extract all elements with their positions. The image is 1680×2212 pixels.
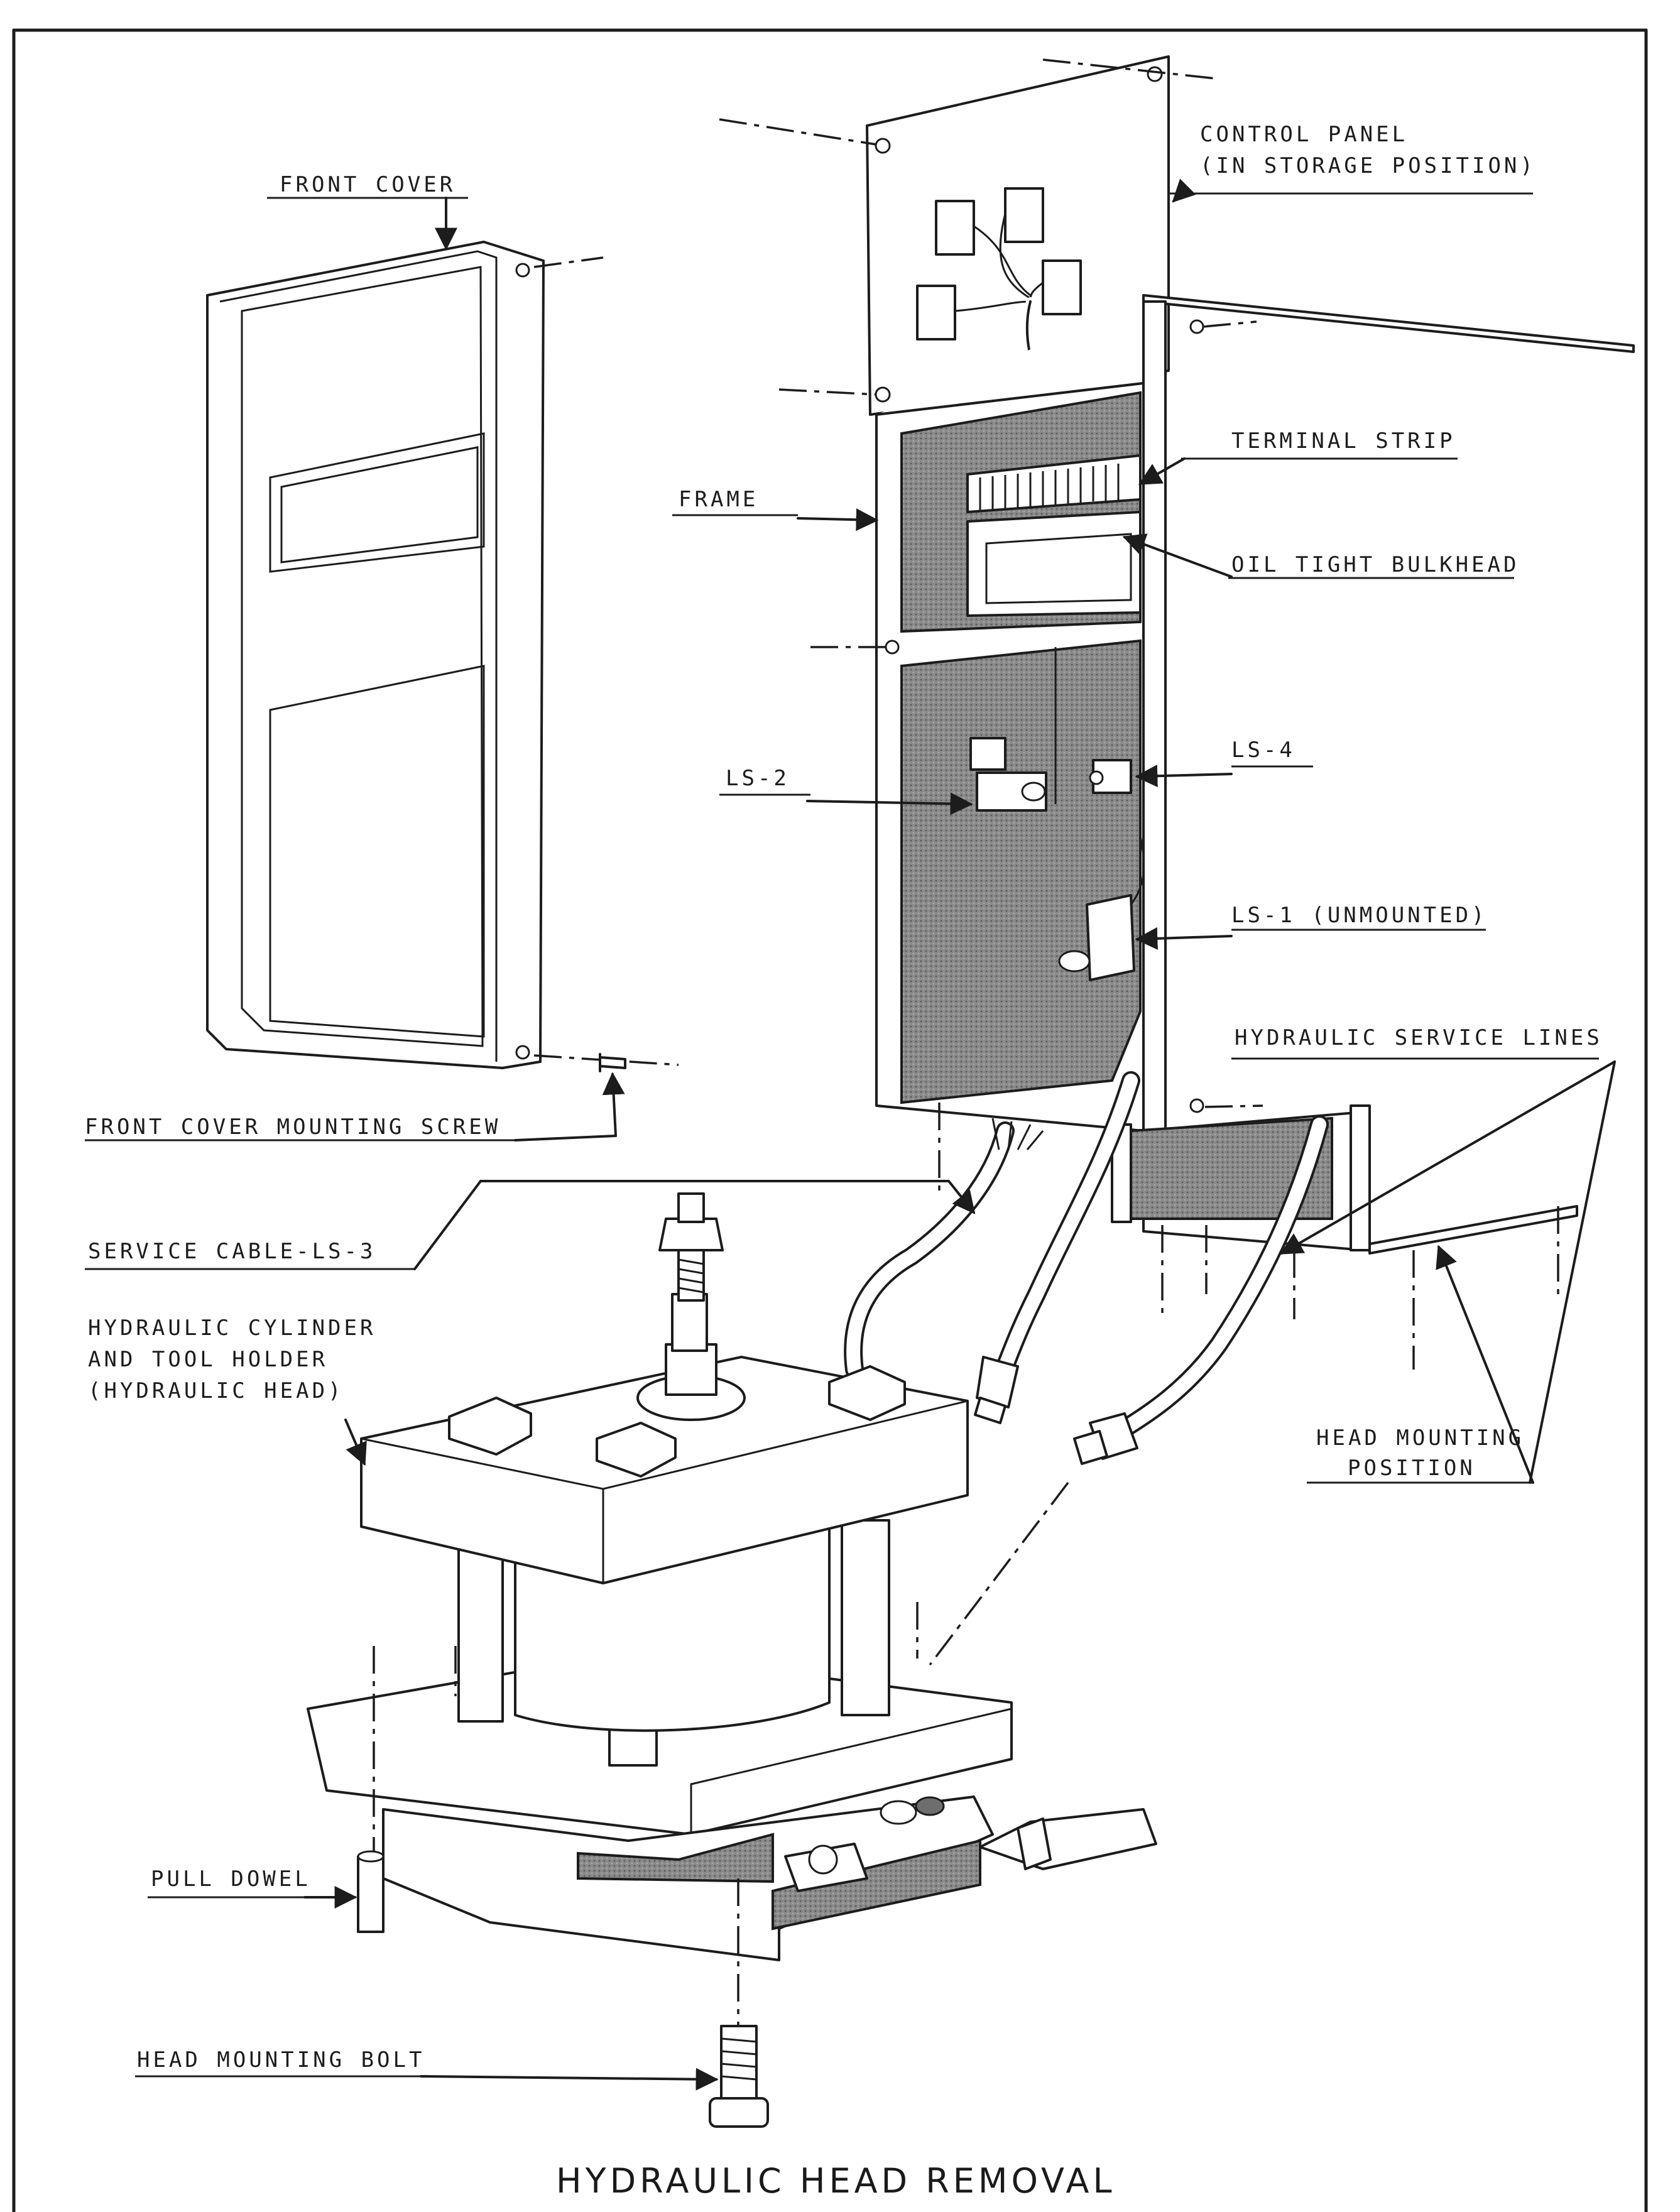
service-cable-label: SERVICE CABLE-LS-3 [88, 1239, 376, 1264]
cables-and-lines [844, 1071, 1329, 1666]
front-cover-label: FRONT COVER [280, 172, 455, 197]
hydraulic-head-drawing [307, 1192, 1157, 2048]
hydraulic-cylinder-label-line1: HYDRAULIC CYLINDER [88, 1316, 376, 1341]
front-cover-drawing [206, 241, 604, 1069]
control-panel-label-line1: CONTROL PANEL [1200, 122, 1408, 147]
ls1-label: LS-1 (UNMOUNTED) [1231, 903, 1488, 928]
head-mounting-position-label-line1: HEAD MOUNTING [1316, 1425, 1524, 1451]
front-cover-mounting-screw-drawing [533, 1053, 679, 1072]
terminal-strip-teeth [979, 464, 1120, 510]
ls2-label: LS-2 [726, 766, 790, 791]
plunger-spring [678, 1258, 704, 1294]
hydraulic-service-lines-label: HYDRAULIC SERVICE LINES [1235, 1025, 1603, 1050]
oil-tight-bulkhead-label: OIL TIGHT BULKHEAD [1231, 552, 1519, 577]
frame-drawing [810, 294, 1635, 1370]
bolt-threads [721, 2037, 757, 2081]
control-panel-label-line2: (IN STORAGE POSITION) [1200, 153, 1536, 178]
pull-dowel-label: PULL DOWEL [151, 1866, 311, 1892]
head-mounting-position-label-line2: POSITION [1348, 1456, 1476, 1481]
head-mounting-bolt-label: HEAD MOUNTING BOLT [137, 2047, 425, 2073]
terminal-strip-label: TERMINAL STRIP [1231, 428, 1456, 454]
pull-dowel-drawing [357, 1850, 385, 1933]
head-mounting-bolt-drawing [709, 2025, 769, 2128]
frame-label: FRAME [679, 487, 758, 512]
front-cover-mounting-screw-label: FRONT COVER MOUNTING SCREW [85, 1114, 501, 1140]
leader-lines [85, 178, 1616, 2091]
hydraulic-cylinder-label-line3: (HYDRAULIC HEAD) [88, 1378, 344, 1403]
hydraulic-cylinder-label-line2: AND TOOL HOLDER [88, 1347, 328, 1372]
ls4-label: LS-4 [1231, 738, 1295, 763]
diagram-title: HYDRAULIC HEAD REMOVAL [556, 2161, 1116, 2201]
page-border [12, 28, 1648, 2212]
